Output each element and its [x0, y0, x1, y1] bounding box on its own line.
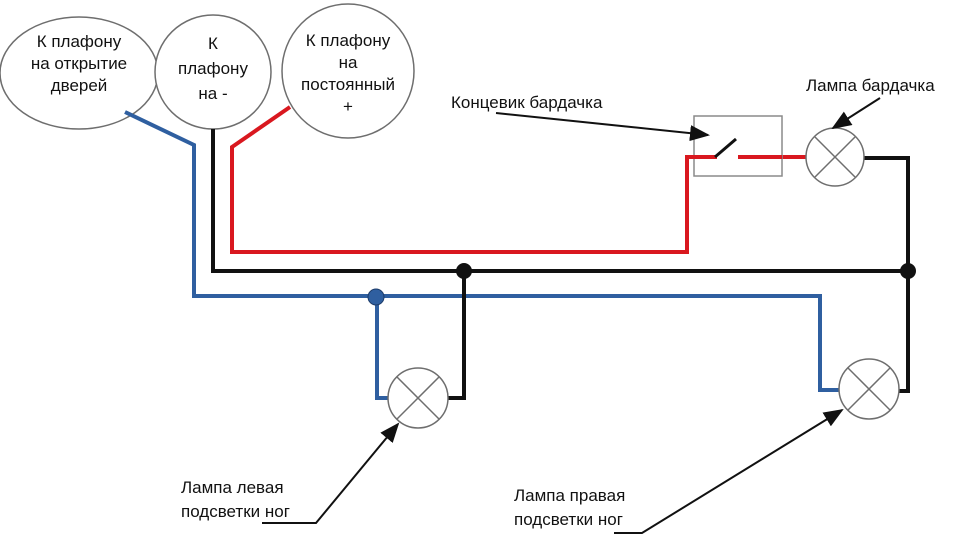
bubble-plus-line-3: постоянный	[301, 75, 395, 94]
bubble-door-open: К плафону на открытие дверей	[0, 16, 159, 130]
switch-label: Концевик бардачка	[451, 93, 603, 112]
glovebox-lamp-icon	[805, 127, 865, 187]
bubble-door-open-line-2: на открытие	[31, 54, 127, 73]
junction-blue	[367, 288, 385, 306]
right-lamp-label-line-1: Лампа правая	[514, 486, 625, 505]
bubble-door-open-line-3: дверей	[51, 76, 108, 95]
bubble-minus-line-3: на -	[198, 84, 227, 103]
junction-black-right	[900, 263, 916, 279]
right-lamp-icon	[838, 358, 900, 420]
left-lamp-label-line-2: подсветки ног	[181, 502, 290, 521]
junction-black-center	[456, 263, 472, 279]
right-lamp-callout-arrow	[614, 408, 844, 534]
bubble-plus-line-1: К плафону	[306, 31, 391, 50]
left-lamp-callout-arrow	[262, 422, 400, 524]
bubble-plus-line-4: +	[343, 97, 353, 116]
glovebox-switch	[687, 115, 783, 177]
glovebox-lamp-label: Лампа бардачка	[806, 76, 935, 95]
blue-wire-main	[124, 110, 840, 392]
black-wire-main	[211, 129, 908, 273]
bubble-minus-line-1: К	[208, 34, 218, 53]
blue-wire-left-lamp	[375, 296, 388, 400]
left-lamp-icon	[387, 367, 449, 429]
black-wire-left-lamp	[448, 271, 466, 400]
right-lamp-label-line-2: подсветки ног	[514, 510, 623, 529]
switch-callout-arrow	[495, 112, 710, 142]
left-lamp-label-line-1: Лампа левая	[181, 478, 284, 497]
glovebox-lamp-callout-arrow	[831, 97, 881, 130]
bubble-minus: К плафону на -	[154, 14, 272, 130]
bubble-plus: К плафону на постоянный +	[281, 3, 415, 139]
bubble-plus-line-2: на	[339, 53, 358, 72]
bubble-door-open-line-1: К плафону	[37, 32, 122, 51]
bubble-minus-line-2: плафону	[178, 59, 248, 78]
